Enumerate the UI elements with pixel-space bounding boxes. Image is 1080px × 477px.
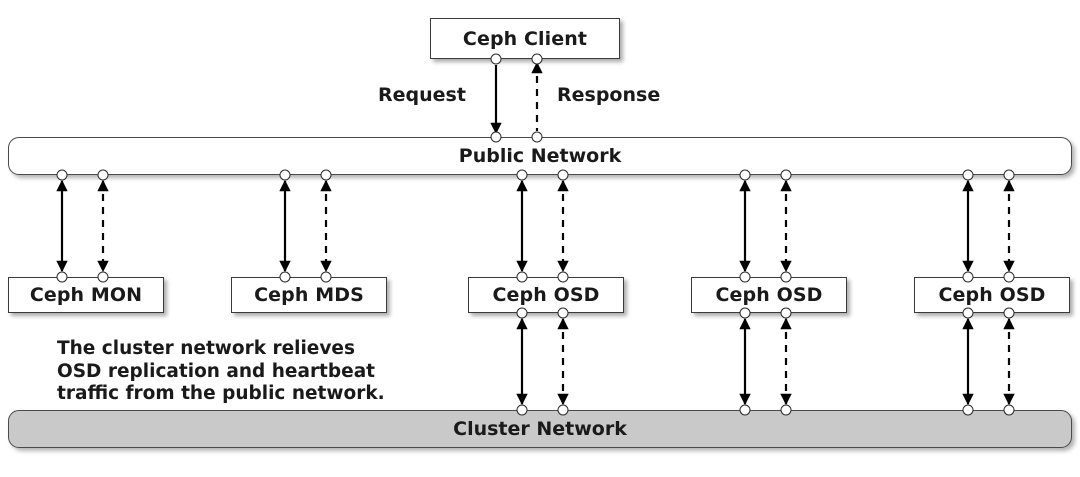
public-network-label: Public Network <box>458 145 622 167</box>
ceph-osd-3-label: Ceph OSD <box>938 284 1046 306</box>
connector-dot-public-bottom-3-dashed <box>780 169 792 181</box>
cluster-network-bar: Cluster Network <box>8 410 1072 448</box>
connector-dot-cluster-top-1-solid <box>739 404 751 416</box>
connector-dot-cluster-top-1-dashed <box>780 404 792 416</box>
ceph-mon-label: Ceph MON <box>29 284 143 306</box>
connector-dot-public-bottom-1-dashed <box>320 169 332 181</box>
ceph-osd-2-label: Ceph OSD <box>715 284 823 306</box>
connector-dot-public-bottom-2-dashed <box>557 169 569 181</box>
connector-dot-cluster-top-0-solid <box>516 404 528 416</box>
cluster-network-label: Cluster Network <box>453 418 627 440</box>
connector-dot-client-request <box>490 53 502 65</box>
connector-dot-public-top-response <box>531 131 543 143</box>
connector-dot-ceph-osd-3-top-dashed <box>1003 271 1015 283</box>
ceph-osd-3-box: Ceph OSD <box>914 277 1070 313</box>
connector-dot-public-bottom-4-solid <box>962 169 974 181</box>
ceph-osd-2-box: Ceph OSD <box>691 277 847 313</box>
connector-dot-cluster-top-0-dashed <box>557 404 569 416</box>
connector-dot-osd-2-bottom-dashed <box>1003 307 1015 319</box>
public-network-bar: Public Network <box>8 137 1072 175</box>
connector-dot-public-top-request <box>490 131 502 143</box>
connector-dot-ceph-mon-top-solid <box>56 271 68 283</box>
connector-dot-ceph-osd-3-top-solid <box>962 271 974 283</box>
ceph-mds-box: Ceph MDS <box>231 277 387 313</box>
connector-dot-cluster-top-2-solid <box>962 404 974 416</box>
connector-dot-ceph-mon-top-dashed <box>97 271 109 283</box>
connector-dot-ceph-osd-2-top-solid <box>739 271 751 283</box>
ceph-osd-1-box: Ceph OSD <box>468 277 624 313</box>
ceph-mds-label: Ceph MDS <box>254 284 364 306</box>
connector-dot-osd-1-bottom-solid <box>739 307 751 319</box>
connector-dot-public-bottom-1-solid <box>279 169 291 181</box>
connector-dot-public-bottom-3-solid <box>739 169 751 181</box>
ceph-client-box: Ceph Client <box>430 18 620 59</box>
connector-dot-client-response <box>531 53 543 65</box>
connector-dot-public-bottom-0-solid <box>56 169 68 181</box>
request-label: Request <box>378 84 466 106</box>
ceph-mon-box: Ceph MON <box>8 277 164 313</box>
ceph-client-label: Ceph Client <box>462 27 588 50</box>
connector-dot-ceph-mds-top-solid <box>279 271 291 283</box>
connector-dot-ceph-osd-2-top-dashed <box>780 271 792 283</box>
ceph-osd-1-label: Ceph OSD <box>492 284 600 306</box>
connector-dot-ceph-osd-1-top-dashed <box>557 271 569 283</box>
connector-dot-public-bottom-2-solid <box>516 169 528 181</box>
response-label: Response <box>557 84 661 106</box>
connector-dot-cluster-top-2-dashed <box>1003 404 1015 416</box>
connector-dot-ceph-mds-top-dashed <box>320 271 332 283</box>
connector-dot-osd-0-bottom-solid <box>516 307 528 319</box>
connector-dot-osd-2-bottom-solid <box>962 307 974 319</box>
connector-dot-osd-1-bottom-dashed <box>780 307 792 319</box>
connector-dot-ceph-osd-1-top-solid <box>516 271 528 283</box>
connector-dot-public-bottom-4-dashed <box>1003 169 1015 181</box>
connector-dot-public-bottom-0-dashed <box>97 169 109 181</box>
connector-dot-osd-0-bottom-dashed <box>557 307 569 319</box>
cluster-network-note: The cluster network relieves OSD replica… <box>57 338 385 405</box>
